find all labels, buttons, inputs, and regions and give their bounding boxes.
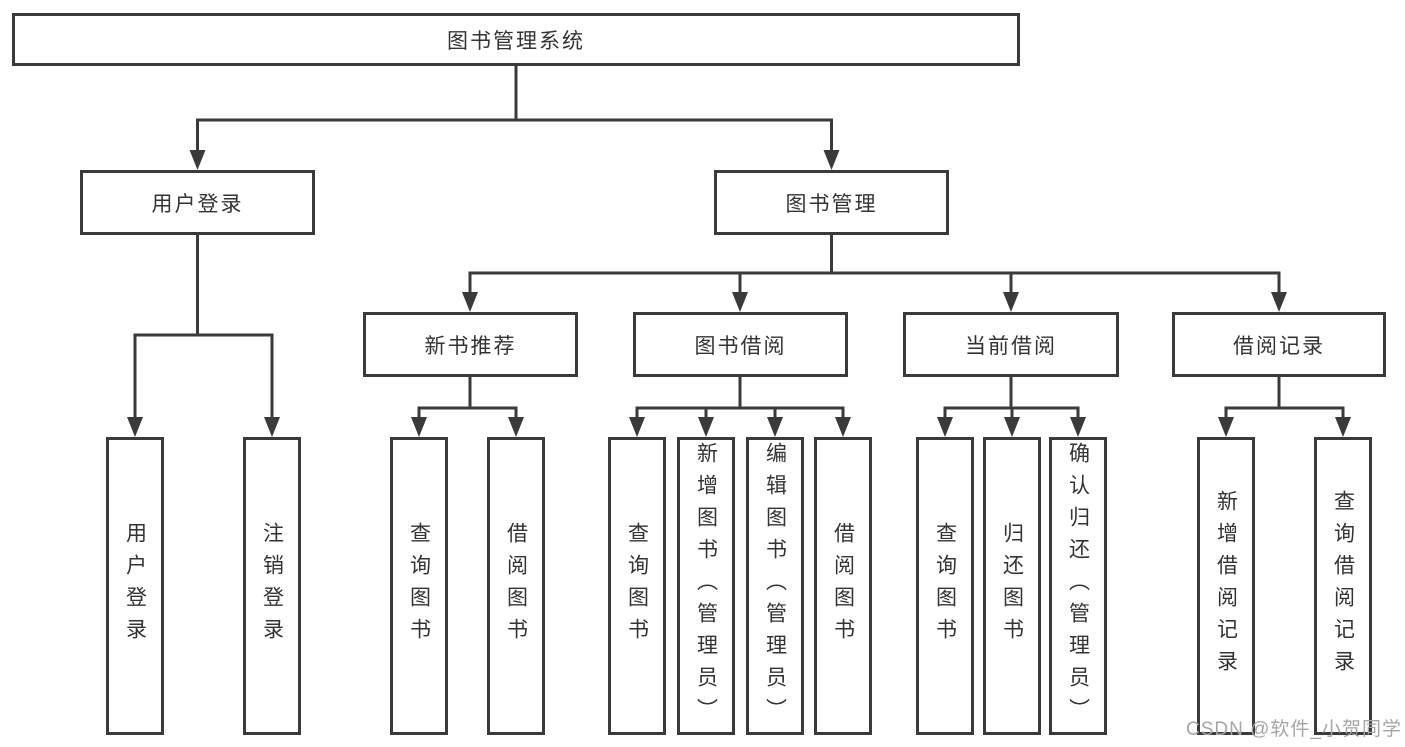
arrow-icon xyxy=(767,417,783,437)
leaf-label: 查询图书 xyxy=(625,522,649,650)
connector-borrow-to-leaves xyxy=(635,375,845,421)
leaf-borrow-books: 借阅图书 xyxy=(814,437,872,735)
arrow-icon xyxy=(189,150,206,170)
leaf-edit-books-admin: 编辑图书（管理员） xyxy=(746,437,804,735)
leaf-label: 查询借阅记录 xyxy=(1331,490,1355,682)
arrow-icon xyxy=(1335,417,1351,437)
leaf-confirm-return-admin: 确认归还（管理员） xyxy=(1049,437,1107,735)
arrow-icon xyxy=(411,417,427,437)
node-user-login: 用户登录 xyxy=(80,170,315,235)
leaf-query-borrow-record: 查询借阅记录 xyxy=(1314,437,1372,735)
leaf-add-borrow-record: 新增借阅记录 xyxy=(1197,437,1255,735)
connector-current-to-leaves xyxy=(943,375,1080,421)
leaf-label: 注销登录 xyxy=(260,522,284,650)
leaf-label: 编辑图书（管理员） xyxy=(763,442,787,730)
leaf-query-books-current: 查询图书 xyxy=(916,437,974,735)
node-new-book-recommend: 新书推荐 xyxy=(363,312,578,377)
arrow-icon xyxy=(462,292,478,312)
leaf-label: 查询图书 xyxy=(407,522,431,650)
leaf-add-books-admin: 新增图书（管理员） xyxy=(677,437,735,735)
arrow-icon xyxy=(732,292,748,312)
leaf-label: 确认归还（管理员） xyxy=(1066,442,1090,730)
leaf-label: 新增借阅记录 xyxy=(1214,490,1238,682)
arrow-icon xyxy=(823,150,840,170)
connector-newbooks-to-leaves xyxy=(417,375,518,421)
leaf-user-login: 用户登录 xyxy=(106,437,164,735)
leaf-query-books-recommend: 查询图书 xyxy=(390,437,448,735)
arrow-icon xyxy=(1003,292,1019,312)
arrow-icon xyxy=(1070,417,1086,437)
leaf-label: 借阅图书 xyxy=(504,522,528,650)
leaf-borrow-books-recommend: 借阅图书 xyxy=(487,437,545,735)
arrow-icon xyxy=(835,417,851,437)
connector-bookmgmt-to-level3 xyxy=(468,233,1281,296)
leaf-return-books: 归还图书 xyxy=(983,437,1041,735)
arrow-icon xyxy=(629,417,645,437)
csdn-watermark: CSDN @软件_小贺同学 xyxy=(1186,719,1402,740)
connector-userlogin-to-leaves xyxy=(133,233,274,421)
node-book-management: 图书管理 xyxy=(714,170,949,235)
connector-records-to-leaves xyxy=(1224,375,1345,421)
leaf-label: 借阅图书 xyxy=(831,522,855,650)
arrow-icon xyxy=(264,417,280,437)
arrow-icon xyxy=(1271,292,1287,312)
leaf-query-books-borrow: 查询图书 xyxy=(608,437,666,735)
arrow-icon xyxy=(937,417,953,437)
leaf-label: 归还图书 xyxy=(1000,522,1024,650)
leaf-label: 查询图书 xyxy=(933,522,957,650)
arrow-icon xyxy=(1218,417,1234,437)
node-book-borrow: 图书借阅 xyxy=(633,312,848,377)
arrow-icon xyxy=(127,417,143,437)
node-borrow-records: 借阅记录 xyxy=(1172,312,1386,377)
leaf-label: 新增图书（管理员） xyxy=(694,442,718,730)
node-library-management-system: 图书管理系统 xyxy=(12,13,1020,66)
node-current-borrow: 当前借阅 xyxy=(903,312,1119,377)
arrow-icon xyxy=(508,417,524,437)
leaf-label: 用户登录 xyxy=(123,522,147,650)
arrow-icon xyxy=(698,417,714,437)
leaf-logout: 注销登录 xyxy=(243,437,301,735)
connector-root-to-level2 xyxy=(196,64,833,154)
arrow-icon xyxy=(1004,417,1020,437)
